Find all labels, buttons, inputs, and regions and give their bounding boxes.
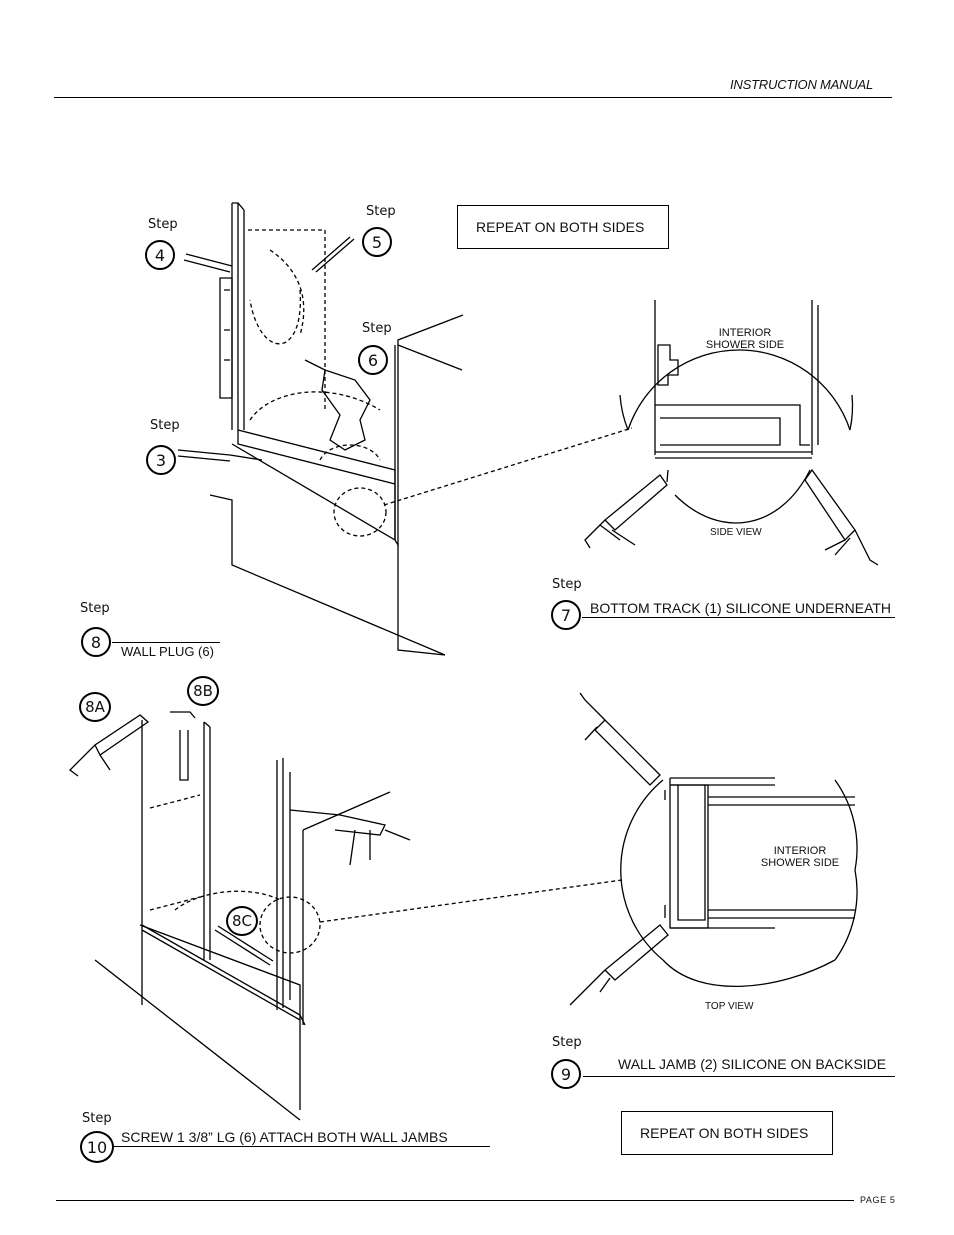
step-label: Step <box>552 1035 582 1050</box>
step-label: Step <box>552 577 582 592</box>
side-view-interior-label: INTERIOR SHOWER SIDE <box>690 327 800 351</box>
top-view-interior-line1: INTERIOR <box>773 845 827 857</box>
step-7-rule <box>582 617 895 618</box>
step-5-number: 5 <box>362 227 392 257</box>
lower-shower-drawing <box>69 711 623 1121</box>
step-7-number: 7 <box>551 600 581 630</box>
step-3-number: 3 <box>146 445 176 475</box>
step-8b-number: 8B <box>187 676 219 706</box>
step-label: Step <box>148 217 178 232</box>
step-label: Step <box>82 1111 112 1126</box>
step-8c-number: 8C <box>226 906 258 936</box>
footer-rule <box>56 1200 854 1201</box>
top-view-interior-label: INTERIOR SHOWER SIDE <box>750 845 850 869</box>
step-10-caption: SCREW 1 3/8” LG (6) ATTACH BOTH WALL JAM… <box>121 1129 448 1145</box>
top-view-interior-line2: SHOWER SIDE <box>760 857 840 869</box>
side-view-label: SIDE VIEW <box>710 527 762 538</box>
step-8a-number: 8A <box>79 692 111 722</box>
step-10-number: 10 <box>80 1131 114 1163</box>
step-10-rule <box>112 1146 490 1147</box>
step-8-number: 8 <box>81 627 111 657</box>
step-label: Step <box>80 601 110 616</box>
side-view-interior-line2: SHOWER SIDE <box>705 339 785 351</box>
repeat-note-top: REPEAT ON BOTH SIDES <box>457 205 669 249</box>
side-view-detail <box>584 300 879 566</box>
step-9-rule <box>583 1076 895 1077</box>
repeat-note-bottom: REPEAT ON BOTH SIDES <box>621 1111 833 1155</box>
step-label: Step <box>150 418 180 433</box>
header-rule <box>54 97 892 98</box>
step-9-number: 9 <box>551 1059 581 1089</box>
top-view-detail <box>569 692 858 1006</box>
top-view-label: TOP VIEW <box>705 1001 754 1012</box>
side-view-interior-line1: INTERIOR <box>718 327 772 339</box>
step-6-number: 6 <box>358 345 388 375</box>
step-label: Step <box>366 204 396 219</box>
manual-header-title: INSTRUCTION MANUAL <box>730 77 874 92</box>
upper-shower-drawing <box>177 202 633 656</box>
page-number: PAGE 5 <box>860 1195 896 1205</box>
step-8-caption: WALL PLUG (6) <box>121 644 214 659</box>
step-4-number: 4 <box>145 240 175 270</box>
step-8-rule <box>112 642 220 643</box>
step-label: Step <box>362 321 392 336</box>
step-9-caption: WALL JAMB (2) SILICONE ON BACKSIDE <box>618 1056 887 1072</box>
step-7-caption: BOTTOM TRACK (1) SILICONE UNDERNEATH <box>590 600 892 616</box>
